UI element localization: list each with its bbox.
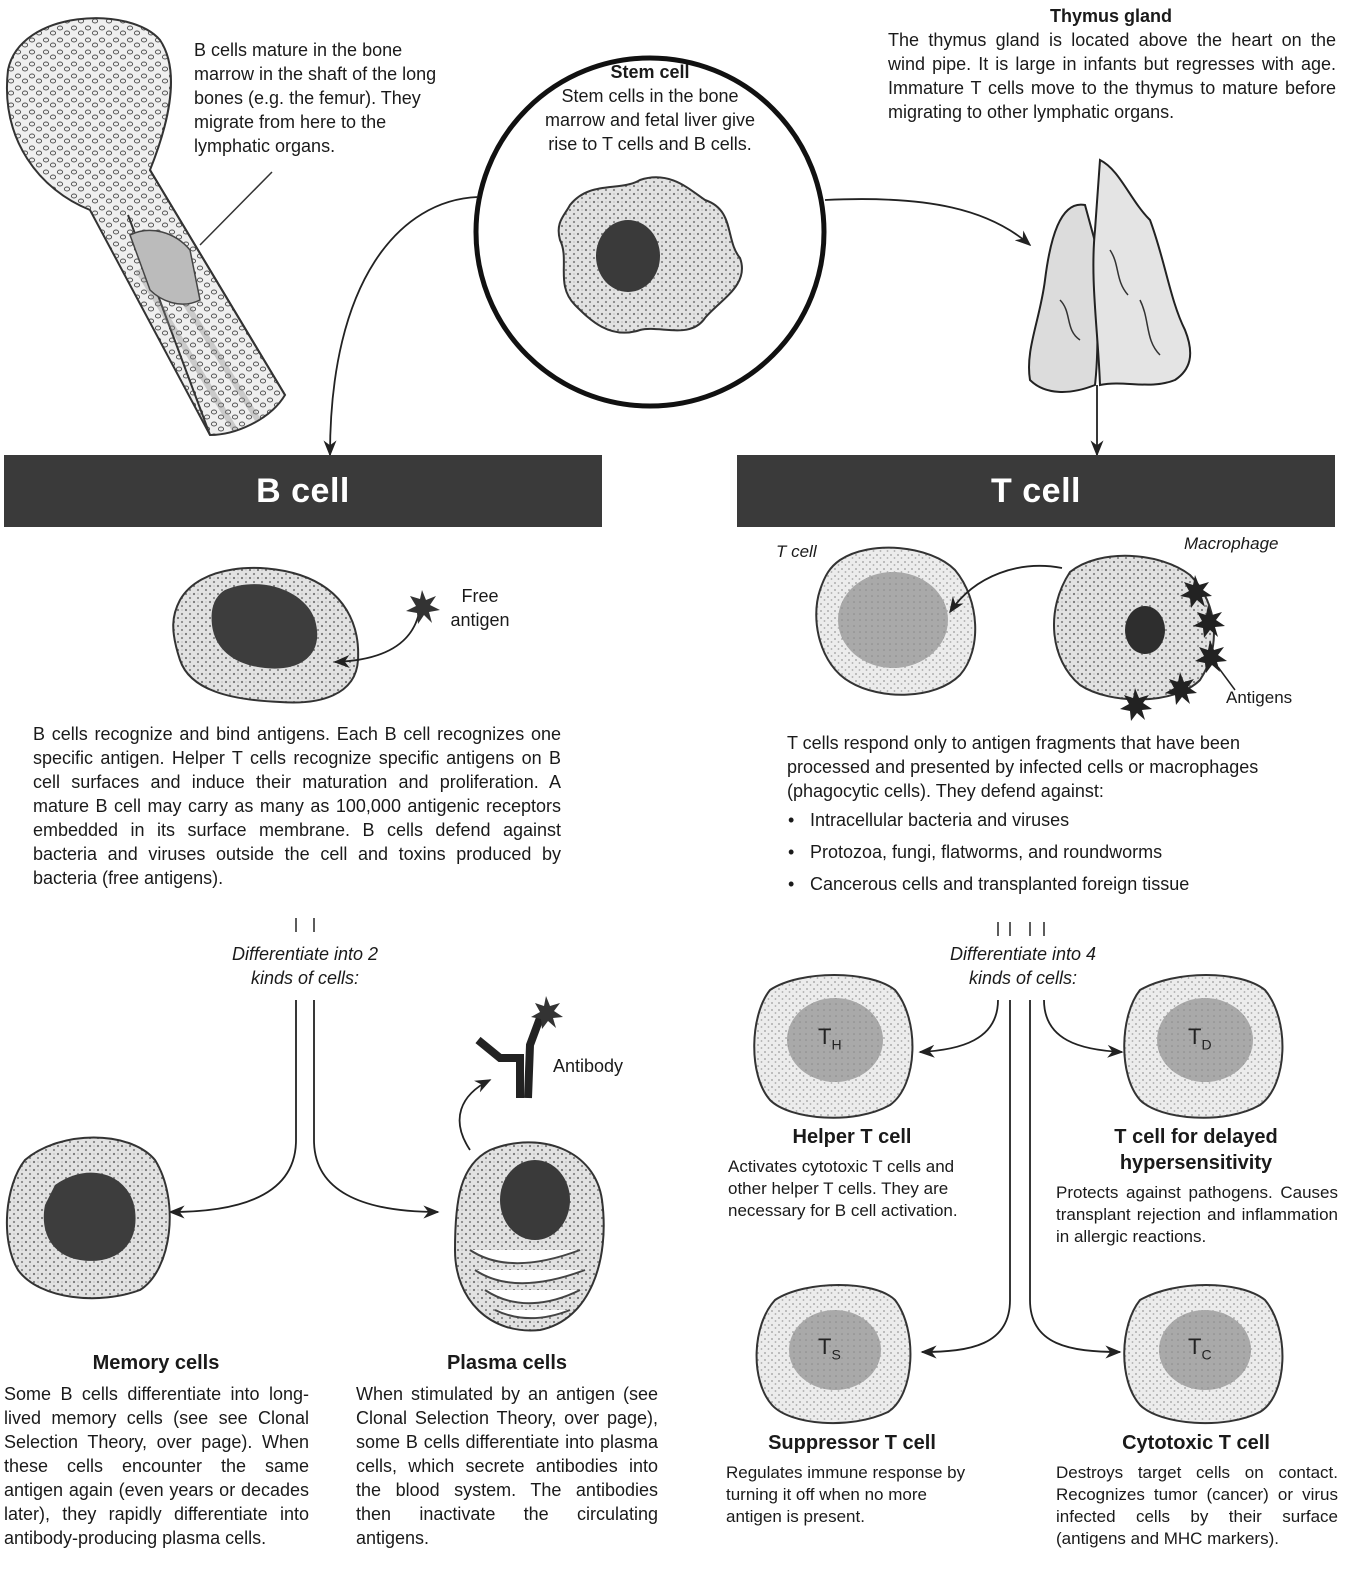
antibody-label: Antibody [553, 1054, 623, 1078]
helper-symbol: TH [818, 1024, 842, 1052]
list-item: Protozoa, fungi, flatworms, and roundwor… [810, 840, 1330, 864]
delayed-tcell-title: T cell for delayed hypersensitivity [1070, 1124, 1322, 1176]
suppressor-symbol: TS [818, 1334, 841, 1362]
memory-cells-title: Memory cells [20, 1350, 292, 1376]
suppressor-tcell-text: Regulates immune response by turning it … [726, 1462, 978, 1528]
tcell-banner: T cell [737, 455, 1335, 527]
tcell-label: T cell [776, 542, 817, 562]
delayed-symbol: TD [1188, 1024, 1212, 1052]
memory-cell-illustration [7, 1138, 170, 1299]
tcell-macrophage-illustration [816, 548, 1235, 721]
antibody-illustration [478, 1018, 540, 1098]
list-item: Cancerous cells and transplanted foreign… [810, 872, 1330, 896]
helper-tcell-title: Helper T cell [728, 1124, 976, 1150]
plasma-cell-illustration [455, 1142, 604, 1330]
tcell-description: T cells respond only to antigen fragment… [787, 731, 1307, 803]
list-item: Intracellular bacteria and viruses [810, 808, 1330, 832]
bcell-differentiation-arrows [170, 1000, 490, 1212]
plasma-cells-title: Plasma cells [356, 1350, 658, 1376]
cytotoxic-symbol: TC [1188, 1334, 1212, 1362]
free-antigen-label: Free antigen [444, 584, 516, 632]
arrow-stem-to-bcell [330, 197, 478, 455]
bone-marrow-text: B cells mature in the bone marrow in the… [194, 38, 464, 158]
bcell-differentiate-label: Differentiate into 2 kinds of cells: [220, 942, 390, 990]
cytotoxic-tcell-title: Cytotoxic T cell [1070, 1430, 1322, 1456]
thymus-text: The thymus gland is located above the he… [888, 28, 1336, 124]
cytotoxic-tcell-text: Destroys target cells on contact. Recogn… [1056, 1462, 1338, 1550]
memory-cells-text: Some B cells differentiate into long-liv… [4, 1382, 309, 1550]
antigens-label: Antigens [1226, 688, 1292, 708]
stem-cell-text: Stem cells in the bone marrow and fetal … [530, 84, 770, 156]
tick-marks [296, 918, 1044, 936]
arrow-stem-to-thymus [825, 199, 1030, 245]
bcell-illustration [173, 568, 440, 703]
plasma-cells-text: When stimulated by an antigen (see Clona… [356, 1382, 658, 1550]
bcell-banner: B cell [4, 455, 602, 527]
helper-tcell-text: Activates cytotoxic T cells and other he… [728, 1156, 978, 1222]
tcell-differentiate-label: Differentiate into 4 kinds of cells: [938, 942, 1108, 990]
delayed-tcell-text: Protects against pathogens. Causes trans… [1056, 1182, 1338, 1248]
macrophage-label: Macrophage [1184, 534, 1279, 554]
suppressor-tcell-title: Suppressor T cell [728, 1430, 976, 1456]
stem-cell-title: Stem cell [530, 60, 770, 84]
thymus-illustration [1029, 160, 1190, 392]
thymus-title: Thymus gland [888, 4, 1334, 28]
bcell-description: B cells recognize and bind antigens. Eac… [33, 722, 561, 890]
tcell-defends-list: Intracellular bacteria and viruses Proto… [788, 808, 1330, 904]
